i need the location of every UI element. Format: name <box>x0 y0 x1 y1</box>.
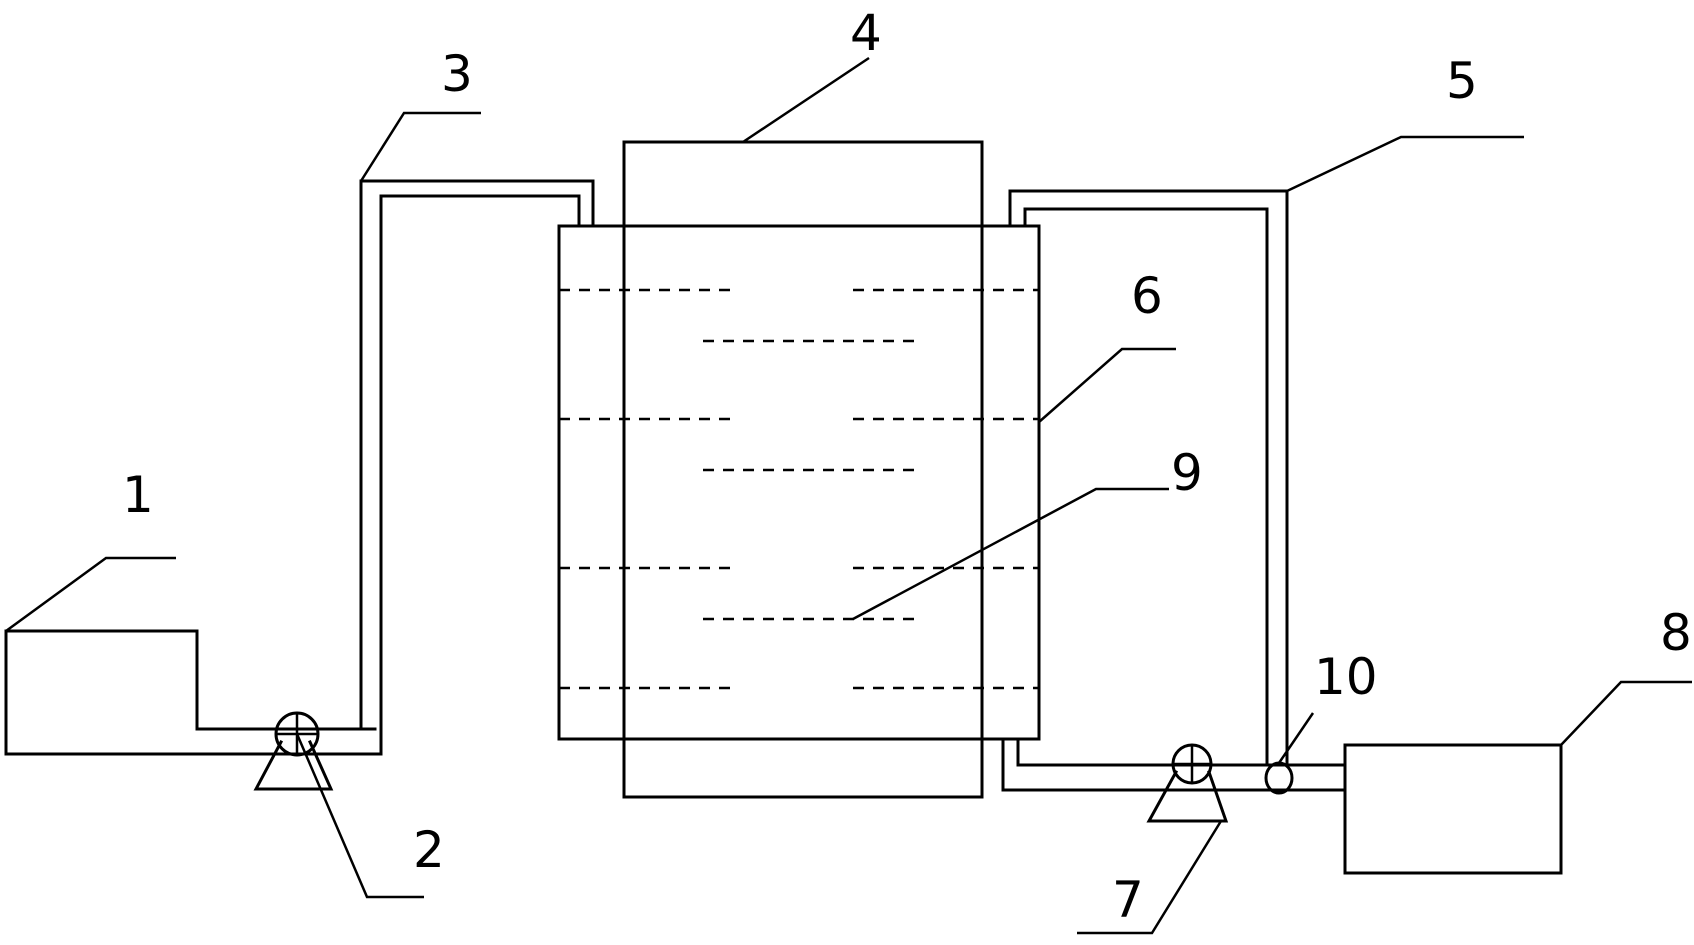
return-pipe-5-inner <box>1023 207 1269 767</box>
dashed-layers-9 <box>559 288 1039 690</box>
return-pipe-5 <box>1008 189 1289 767</box>
label-7: 7 <box>1112 871 1144 929</box>
pump-2 <box>253 711 334 791</box>
label-3: 3 <box>441 45 473 103</box>
label-1: 1 <box>122 466 154 524</box>
leader-lines <box>5 56 1692 935</box>
inlet-pipe-3-inner <box>379 194 581 756</box>
inlet-pipe-3 <box>349 179 595 731</box>
inner-vessel-6 <box>557 224 1041 741</box>
label-2: 2 <box>413 821 445 879</box>
label-4: 4 <box>850 4 882 62</box>
tank-8 <box>1343 743 1563 875</box>
reactor-column-4 <box>622 140 984 799</box>
pump-7 <box>1146 743 1229 823</box>
outlet-pipe-inner <box>1016 737 1347 767</box>
label-5: 5 <box>1446 52 1478 110</box>
label-6: 6 <box>1131 267 1163 325</box>
label-9: 9 <box>1171 444 1203 502</box>
tank-1 <box>4 629 383 756</box>
label-8: 8 <box>1660 604 1692 662</box>
label-10: 10 <box>1314 648 1378 706</box>
outlet-pipe <box>1001 737 1347 792</box>
